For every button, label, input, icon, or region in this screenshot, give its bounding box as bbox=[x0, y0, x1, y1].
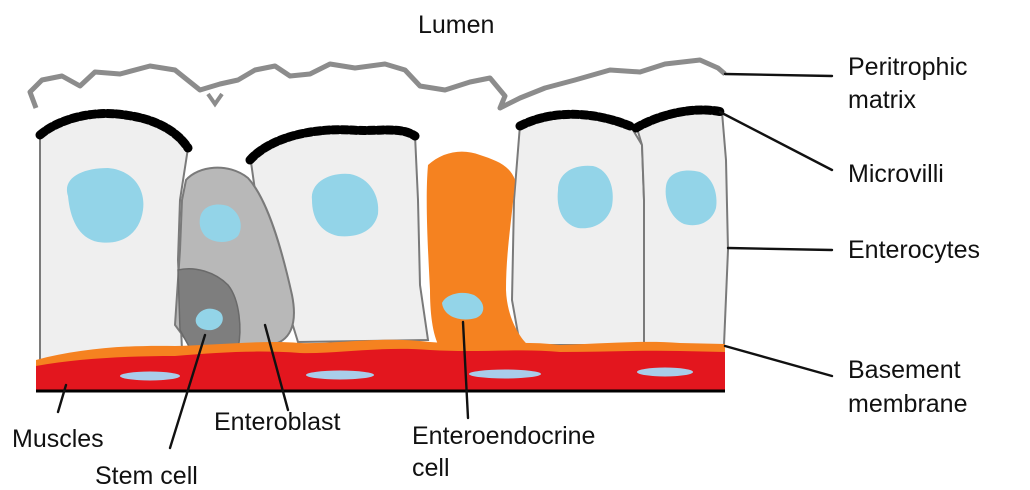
enterocytes-label: Enterocytes bbox=[848, 236, 980, 264]
enterocyte bbox=[512, 114, 644, 345]
muscle-nucleus bbox=[306, 371, 374, 380]
peritrophic-matrix-label: Peritrophic bbox=[848, 53, 968, 81]
enterocyte bbox=[636, 110, 728, 345]
enterocytes-leader bbox=[728, 248, 832, 250]
peritrophic-matrix-label: matrix bbox=[848, 86, 917, 114]
nucleus bbox=[558, 166, 613, 229]
enteroendocrine-label: cell bbox=[412, 454, 450, 482]
muscles-label: Muscles bbox=[12, 425, 104, 453]
peritrophic-fold bbox=[208, 94, 222, 104]
peritrophic-leader bbox=[725, 74, 832, 76]
basement-leader bbox=[725, 346, 832, 376]
enteroblast-label: Enteroblast bbox=[214, 408, 341, 436]
basement-membrane-label: Basement bbox=[848, 356, 961, 384]
basement-membrane-label: membrane bbox=[848, 390, 968, 418]
lumen-label: Lumen bbox=[418, 11, 494, 39]
muscle-nucleus bbox=[469, 370, 541, 379]
muscle-nucleus bbox=[637, 368, 693, 377]
muscle-nucleus bbox=[120, 372, 180, 381]
stem-cell-label: Stem cell bbox=[95, 462, 198, 490]
microvilli-leader bbox=[720, 112, 832, 170]
enteroendocrine-label: Enteroendocrine bbox=[412, 422, 595, 450]
microvilli-label: Microvilli bbox=[848, 160, 944, 188]
peritrophic-matrix bbox=[30, 60, 725, 108]
